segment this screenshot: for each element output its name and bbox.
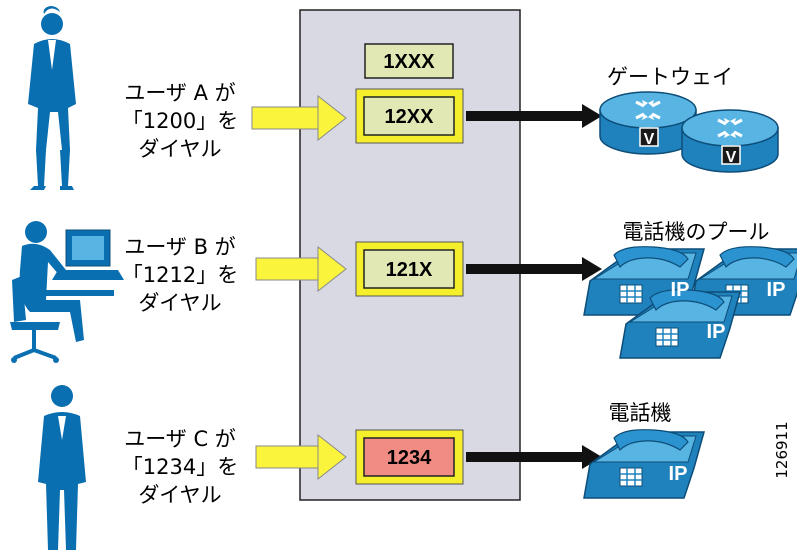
- router-badge-2: V: [726, 149, 737, 166]
- user-c-line3: ダイヤル: [138, 483, 221, 507]
- pattern-1xxx: 1XXX: [364, 43, 454, 79]
- black-arrow-b: [466, 257, 602, 281]
- black-arrow-a: [466, 104, 602, 128]
- gateway-label: ゲートウェイ: [607, 65, 733, 89]
- yellow-arrow-a: [251, 94, 347, 142]
- user-c-label: ユーザ C が 「1234」を ダイヤル: [122, 427, 238, 507]
- user-a-line3: ダイヤル: [138, 137, 221, 161]
- user-b-label: ユーザ B が 「1212」を ダイヤル: [122, 235, 238, 315]
- user-c-line1: ユーザ C が: [124, 427, 236, 451]
- phone-badge: IP: [669, 463, 688, 485]
- figure-id: 126911: [773, 421, 791, 478]
- pattern-1234: 1234: [355, 429, 464, 485]
- pool-phone-1-badge: IP: [671, 279, 690, 301]
- router-badge-1: V: [644, 131, 655, 148]
- user-b-figure: [10, 221, 124, 363]
- pattern-1xxx-label: 1XXX: [383, 51, 435, 73]
- user-a-line1: ユーザ A が: [124, 81, 235, 105]
- gateway-router-icon: V V: [598, 90, 780, 174]
- user-c-figure: [38, 385, 86, 550]
- pattern-121x-label: 121X: [386, 259, 433, 281]
- user-a-line2: 「1200」を: [122, 109, 238, 133]
- user-a-figure: [28, 6, 76, 190]
- phone-label: 電話機: [609, 401, 672, 425]
- phone-pool-icon: IP IP IP: [583, 245, 797, 359]
- black-arrow-c: [466, 445, 602, 469]
- pattern-1234-label: 1234: [387, 447, 432, 469]
- phone-icon: IP: [583, 428, 705, 499]
- user-b-line2: 「1212」を: [122, 263, 238, 287]
- phone-pool-label: 電話機のプール: [623, 220, 770, 244]
- user-b-line3: ダイヤル: [138, 291, 221, 315]
- yellow-arrow-c: [255, 433, 347, 481]
- pool-phone-2-badge: IP: [767, 279, 786, 301]
- user-c-line2: 「1234」を: [122, 455, 238, 479]
- pattern-121x: 121X: [355, 241, 464, 297]
- user-b-line1: ユーザ B が: [124, 235, 235, 259]
- user-a-label: ユーザ A が 「1200」を ダイヤル: [122, 81, 238, 161]
- pattern-12xx-label: 12XX: [385, 106, 435, 128]
- pool-phone-3-badge: IP: [707, 321, 726, 343]
- yellow-arrow-b: [255, 245, 347, 293]
- pattern-12xx: 12XX: [355, 88, 464, 144]
